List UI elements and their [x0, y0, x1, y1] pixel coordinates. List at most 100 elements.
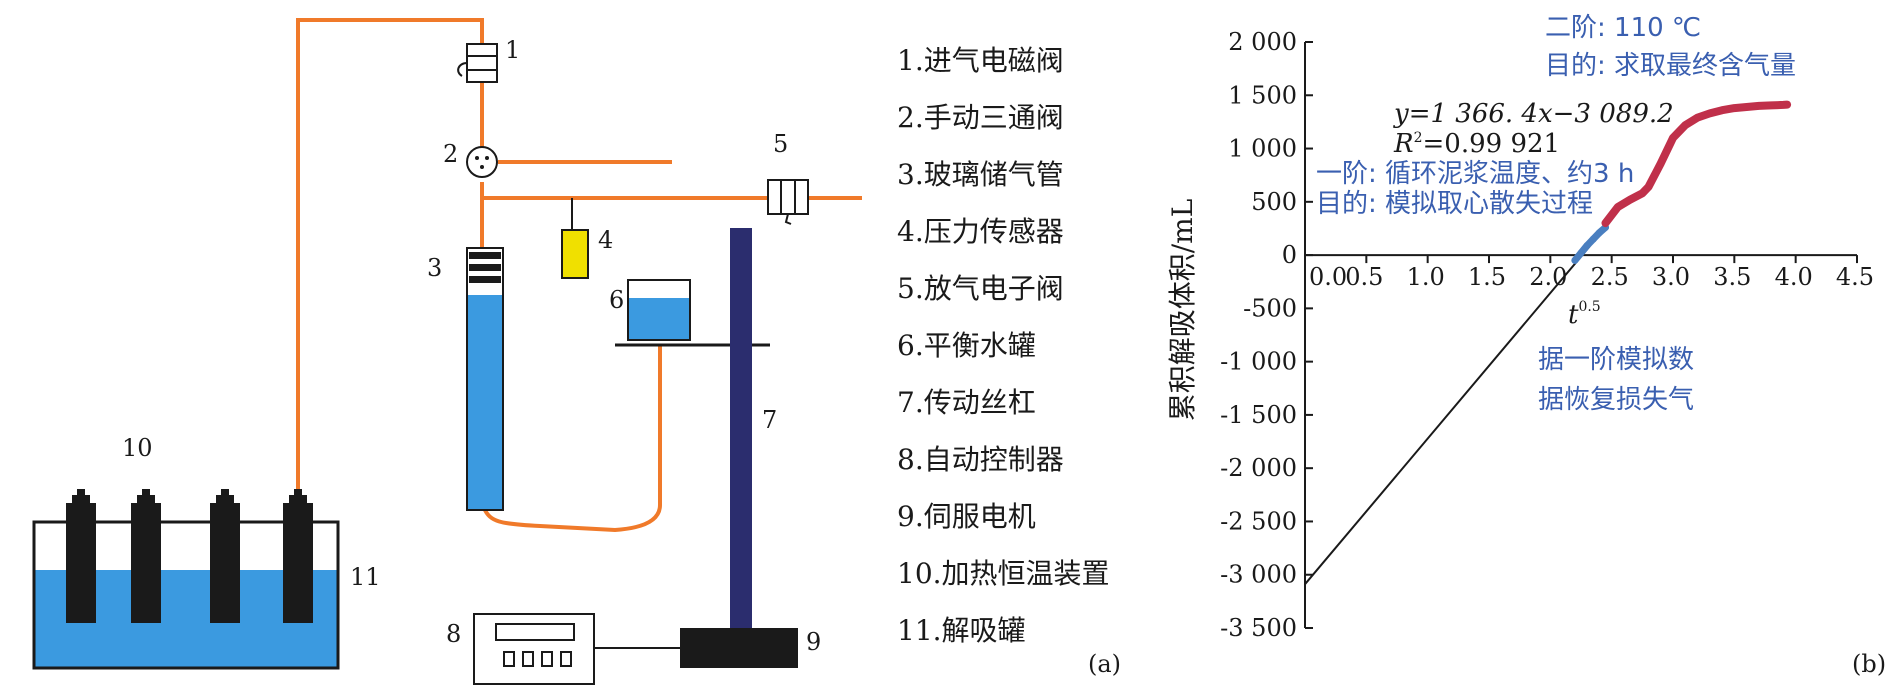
y-tick-labels: 2 000 1 500 1 000 500 0 -500 -1 000 -1 500 -2 00…: [1220, 28, 1313, 642]
legend-item: 11.解吸罐: [897, 614, 1026, 647]
number-5: 5: [773, 130, 788, 158]
y-tick-label: 1 500: [1228, 81, 1297, 109]
extrapolation-note-2: 据恢复损失气: [1538, 385, 1694, 415]
data-point: [1706, 109, 1714, 117]
r-squared: R2=0.99 921: [1393, 129, 1560, 159]
x-tick-label: 1.0: [1407, 263, 1445, 291]
y-tick-label: -1 000: [1220, 348, 1297, 376]
number-3: 3: [427, 254, 442, 282]
lead-screw: [730, 228, 752, 630]
legend-item: 6.平衡水罐: [897, 329, 1036, 362]
pressure-sensor: [561, 229, 589, 279]
data-series: [1304, 100, 1792, 586]
data-point: [1595, 229, 1603, 237]
series-fit: [1304, 226, 1607, 586]
data-point: [1767, 101, 1775, 109]
legend-item: 4.压力传感器: [897, 215, 1064, 248]
y-axis-label: 累积解吸体积/mL: [1166, 199, 1199, 422]
extrapolation-note-1: 据一阶模拟数: [1538, 345, 1694, 375]
number-8: 8: [446, 620, 461, 648]
stage1-goal: 目的: 模拟取心散失过程: [1316, 189, 1593, 219]
x-tick-label: 0.0: [1309, 263, 1347, 291]
stage1-title: 一阶: 循环泥浆温度、约3 h: [1316, 159, 1634, 189]
legend-item: 5.放气电子阀: [897, 272, 1064, 305]
y-tick-label: 0: [1282, 241, 1297, 269]
data-point: [1614, 203, 1622, 211]
y-tick-label: 2 000: [1228, 28, 1297, 56]
number-7: 7: [762, 406, 777, 434]
y-tick-label: -3 500: [1220, 614, 1297, 642]
data-point: [1755, 102, 1763, 110]
component-legend: 1.进气电磁阀 2.手动三通阀 3.玻璃储气管 4.压力传感器 5.放气电子阀 …: [897, 44, 1110, 647]
data-point: [1718, 106, 1726, 114]
legend-item: 7.传动丝杠: [897, 386, 1036, 419]
data-point: [1730, 104, 1738, 112]
y-tick-label: 500: [1251, 188, 1297, 216]
glass-storage-tube: [466, 247, 504, 511]
legend-item: 10.加热恒温装置: [897, 557, 1110, 590]
data-point: [1783, 101, 1791, 109]
number-1: 1: [505, 36, 520, 64]
number-6: 6: [609, 286, 624, 314]
legend-item: 9.伺服电机: [897, 500, 1036, 533]
panel-label-b: (b): [1852, 650, 1886, 678]
y-tick-label: -2 000: [1220, 454, 1297, 482]
number-11: 11: [350, 563, 381, 591]
desorption-canisters: [66, 489, 313, 623]
stage2-title: 二阶: 110 ℃: [1545, 13, 1701, 43]
inlet-solenoid-valve: [457, 43, 498, 83]
number-4: 4: [598, 226, 613, 254]
y-tick-label: 1 000: [1228, 135, 1297, 163]
x-tick-label: 2.0: [1529, 263, 1567, 291]
regression-equation: y=1 366. 4x−3 089.2: [1393, 99, 1674, 129]
data-point: [1638, 189, 1646, 197]
x-axis-label: t0.5: [1568, 299, 1601, 330]
y-tick-label: -3 000: [1220, 561, 1297, 589]
servo-motor: [680, 628, 798, 668]
number-10: 10: [122, 434, 153, 462]
x-axis-label-exponent: 0.5: [1578, 299, 1600, 315]
number-2: 2: [443, 140, 458, 168]
x-tick-label: 1.5: [1468, 263, 1506, 291]
data-point: [1694, 114, 1701, 122]
x-axis-label-base: t: [1568, 300, 1579, 330]
three-way-valve: [466, 146, 498, 178]
data-point: [1626, 196, 1634, 204]
x-tick-label: 3.5: [1713, 263, 1751, 291]
x-tick-label: 4.0: [1775, 263, 1813, 291]
number-9: 9: [806, 628, 821, 656]
data-point: [1577, 249, 1585, 257]
data-point: [1657, 160, 1665, 167]
y-tick-label: -2 500: [1220, 507, 1297, 535]
panel-label-a: (a): [1088, 650, 1121, 678]
legend-item: 8.自动控制器: [897, 443, 1064, 476]
r-squared-symbol: R: [1393, 129, 1414, 159]
component-numbers: 1 2 3 4 5 6 7 8 9 10 11: [122, 36, 821, 656]
y-tick-label: -1 500: [1220, 401, 1297, 429]
chart-axes: [1304, 42, 1857, 628]
data-point: [1681, 121, 1689, 129]
legend-item: 2.手动三通阀: [897, 101, 1064, 134]
data-point: [1583, 242, 1591, 249]
data-point: [1589, 235, 1597, 243]
stage2-goal: 目的: 求取最终含气量: [1545, 51, 1796, 81]
x-tick-label: 2.5: [1591, 263, 1629, 291]
x-tick-label: 4.5: [1836, 263, 1874, 291]
r-squared-exponent: 2: [1414, 130, 1423, 146]
data-point: [1645, 183, 1652, 191]
automatic-controller: [473, 613, 595, 685]
data-point: [1669, 134, 1677, 142]
vent-electronic-valve: [767, 179, 809, 225]
data-point: [1743, 103, 1751, 111]
data-point: [1602, 219, 1609, 227]
x-tick-labels: 0.00.5 1.0 1.5 2.0 2.5 3.0 3.5 4.0 4.5: [1304, 255, 1874, 291]
r-squared-value: =0.99 921: [1423, 129, 1561, 159]
apparatus-diagram: 1 2 3 4 5 6 7 8 9 10 11 1.进气电磁阀 2.手动三通阀 …: [32, 18, 1121, 685]
x-tick-label: 3.0: [1652, 263, 1690, 291]
gas-pipeline: [296, 18, 862, 533]
x-tick-label: 0.5: [1345, 263, 1383, 291]
legend-item: 1.进气电磁阀: [897, 44, 1064, 77]
y-tick-label: -500: [1243, 294, 1297, 322]
